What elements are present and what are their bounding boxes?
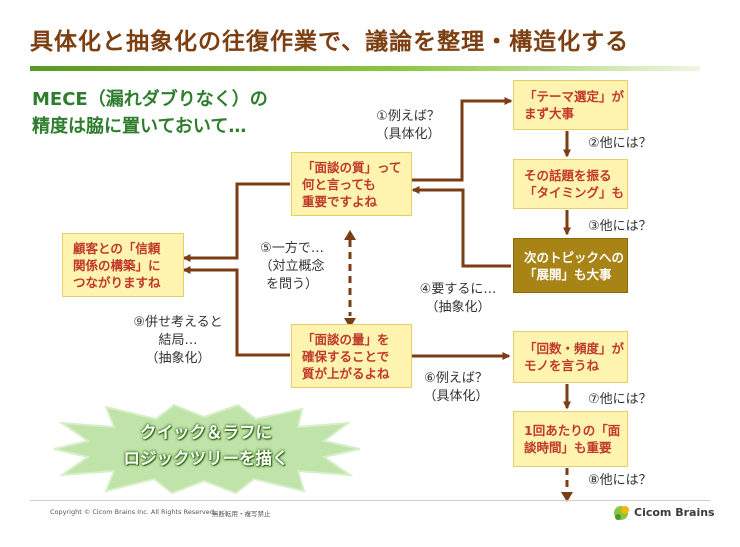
node-quality: 「面談の質」って 何と言っても 重要ですよね — [291, 152, 412, 216]
node-quality-line-2: 何と言っても — [302, 176, 376, 192]
cicom-brains-logo-icon — [614, 506, 629, 520]
step-label-7: ⑦他には？ — [588, 392, 652, 407]
step-label-5-line-1: ⑤一方で… — [260, 241, 324, 256]
subtitle-line-1: MECE（漏れダブりなく）の — [32, 89, 268, 110]
step-label-5-line-3: を問う） — [265, 277, 318, 292]
step-label-4-line-2: （抽象化） — [425, 300, 491, 315]
subtitle-line-2: 精度は脇に置いておいて… — [32, 116, 247, 137]
opposition-arrow-down — [344, 318, 356, 328]
node-quantity: 「面談の量」を 確保することで 質が上がるよね — [291, 324, 412, 388]
step-label-1: ①例えば？ （具体化） — [368, 108, 448, 144]
edge-quality-to-theme — [412, 97, 513, 182]
node-timing-line-1: その話題を振る — [524, 168, 612, 183]
node-quantity-line-1: 「面談の量」を — [302, 331, 390, 347]
step-label-3: ③他には？ — [588, 219, 652, 234]
node-trust-line-3: つながりますね — [73, 274, 161, 290]
edge-quality-to-trust — [182, 182, 290, 262]
node-trust-line-2: 関係の構築」に — [73, 257, 161, 273]
step-label-1-line-1: ①例えば？ — [376, 109, 440, 124]
node-frequency-line-2: モノを言うね — [524, 358, 600, 373]
node-trust-line-1: 顧客との「信頼 — [73, 240, 161, 256]
step-label-6: ⑥例えば？ （具体化） — [414, 370, 498, 406]
copyright-text: Copyright © Cicom Brains Inc. All Rights… — [50, 508, 216, 516]
node-duration: 1回あたりの「面 談時間」も重要 — [513, 411, 628, 467]
step-label-1-line-2: （具体化） — [375, 127, 441, 142]
title-underline — [30, 66, 700, 71]
node-quality-line-3: 重要ですよね — [302, 193, 378, 209]
subtitle: MECE（漏れダブりなく）の 精度は脇に置いておいて… — [32, 86, 268, 140]
step-label-9-line-2: 結局… — [158, 333, 198, 348]
node-theme-line-2: まず大事 — [524, 106, 575, 121]
copy-prohibited-notice: 無断転用・複写禁止 — [212, 510, 271, 518]
node-duration-line-2: 談時間」も重要 — [524, 440, 612, 455]
opposition-arrow-up — [344, 230, 356, 240]
step-label-6-line-2: （具体化） — [423, 389, 489, 404]
step-label-5-line-2: （対立概念 — [259, 259, 325, 274]
node-frequency-line-1: 「回数・頻度」が — [524, 341, 625, 356]
node-timing: その話題を振る 「タイミング」も — [513, 159, 628, 209]
node-frequency: 「回数・頻度」が モノを言うね — [513, 331, 628, 383]
node-theme: 「テーマ選定」が まず大事 — [513, 80, 628, 130]
footer-divider — [30, 500, 710, 501]
step-label-4: ④要するに… （抽象化） — [412, 281, 504, 317]
step-label-8: ⑧他には？ — [588, 473, 652, 488]
node-timing-line-2: 「タイミング」も — [524, 185, 625, 200]
step-label-5: ⑤一方で… （対立概念 を問う） — [248, 240, 336, 294]
node-quantity-line-2: 確保することで — [302, 348, 390, 364]
callout-line-2: ロジックツリーを描く — [123, 449, 289, 468]
node-next-topic-line-1: 次のトピックへの — [524, 249, 625, 265]
step-label-9: ⑨併せ考えると 結局… （抽象化） — [116, 314, 240, 368]
continuation-arrow-head — [561, 492, 573, 502]
node-next-topic: 次のトピックへの 「展開」も大事 — [513, 238, 628, 293]
step-label-6-line-1: ⑥例えば？ — [424, 371, 488, 386]
callout-text: クイック＆ラフに ロジックツリーを描く — [48, 420, 364, 472]
slide-title: 具体化と抽象化の往復作業で、議論を整理・構造化する — [30, 29, 630, 55]
edge-quantity-to-trust — [182, 266, 290, 357]
node-quantity-line-3: 質が上がるよね — [302, 365, 390, 381]
step-label-9-line-1: ⑨併せ考えると — [133, 315, 223, 330]
step-label-4-line-1: ④要するに… — [419, 282, 497, 297]
callout-line-1: クイック＆ラフに — [140, 423, 272, 442]
callout-burst — [53, 403, 361, 495]
brand-name: Cicom Brains — [634, 506, 715, 519]
node-quality-line-1: 「面談の質」って — [302, 159, 402, 175]
node-next-topic-line-2: 「展開」も大事 — [524, 266, 612, 282]
step-label-9-line-3: （抽象化） — [145, 351, 211, 366]
step-label-2: ②他には？ — [588, 136, 652, 151]
node-duration-line-1: 1回あたりの「面 — [524, 423, 621, 438]
edge-next-to-quality — [411, 186, 511, 268]
node-trust: 顧客との「信頼 関係の構築」に つながりますね — [62, 233, 184, 297]
node-theme-line-1: 「テーマ選定」が — [524, 89, 625, 104]
